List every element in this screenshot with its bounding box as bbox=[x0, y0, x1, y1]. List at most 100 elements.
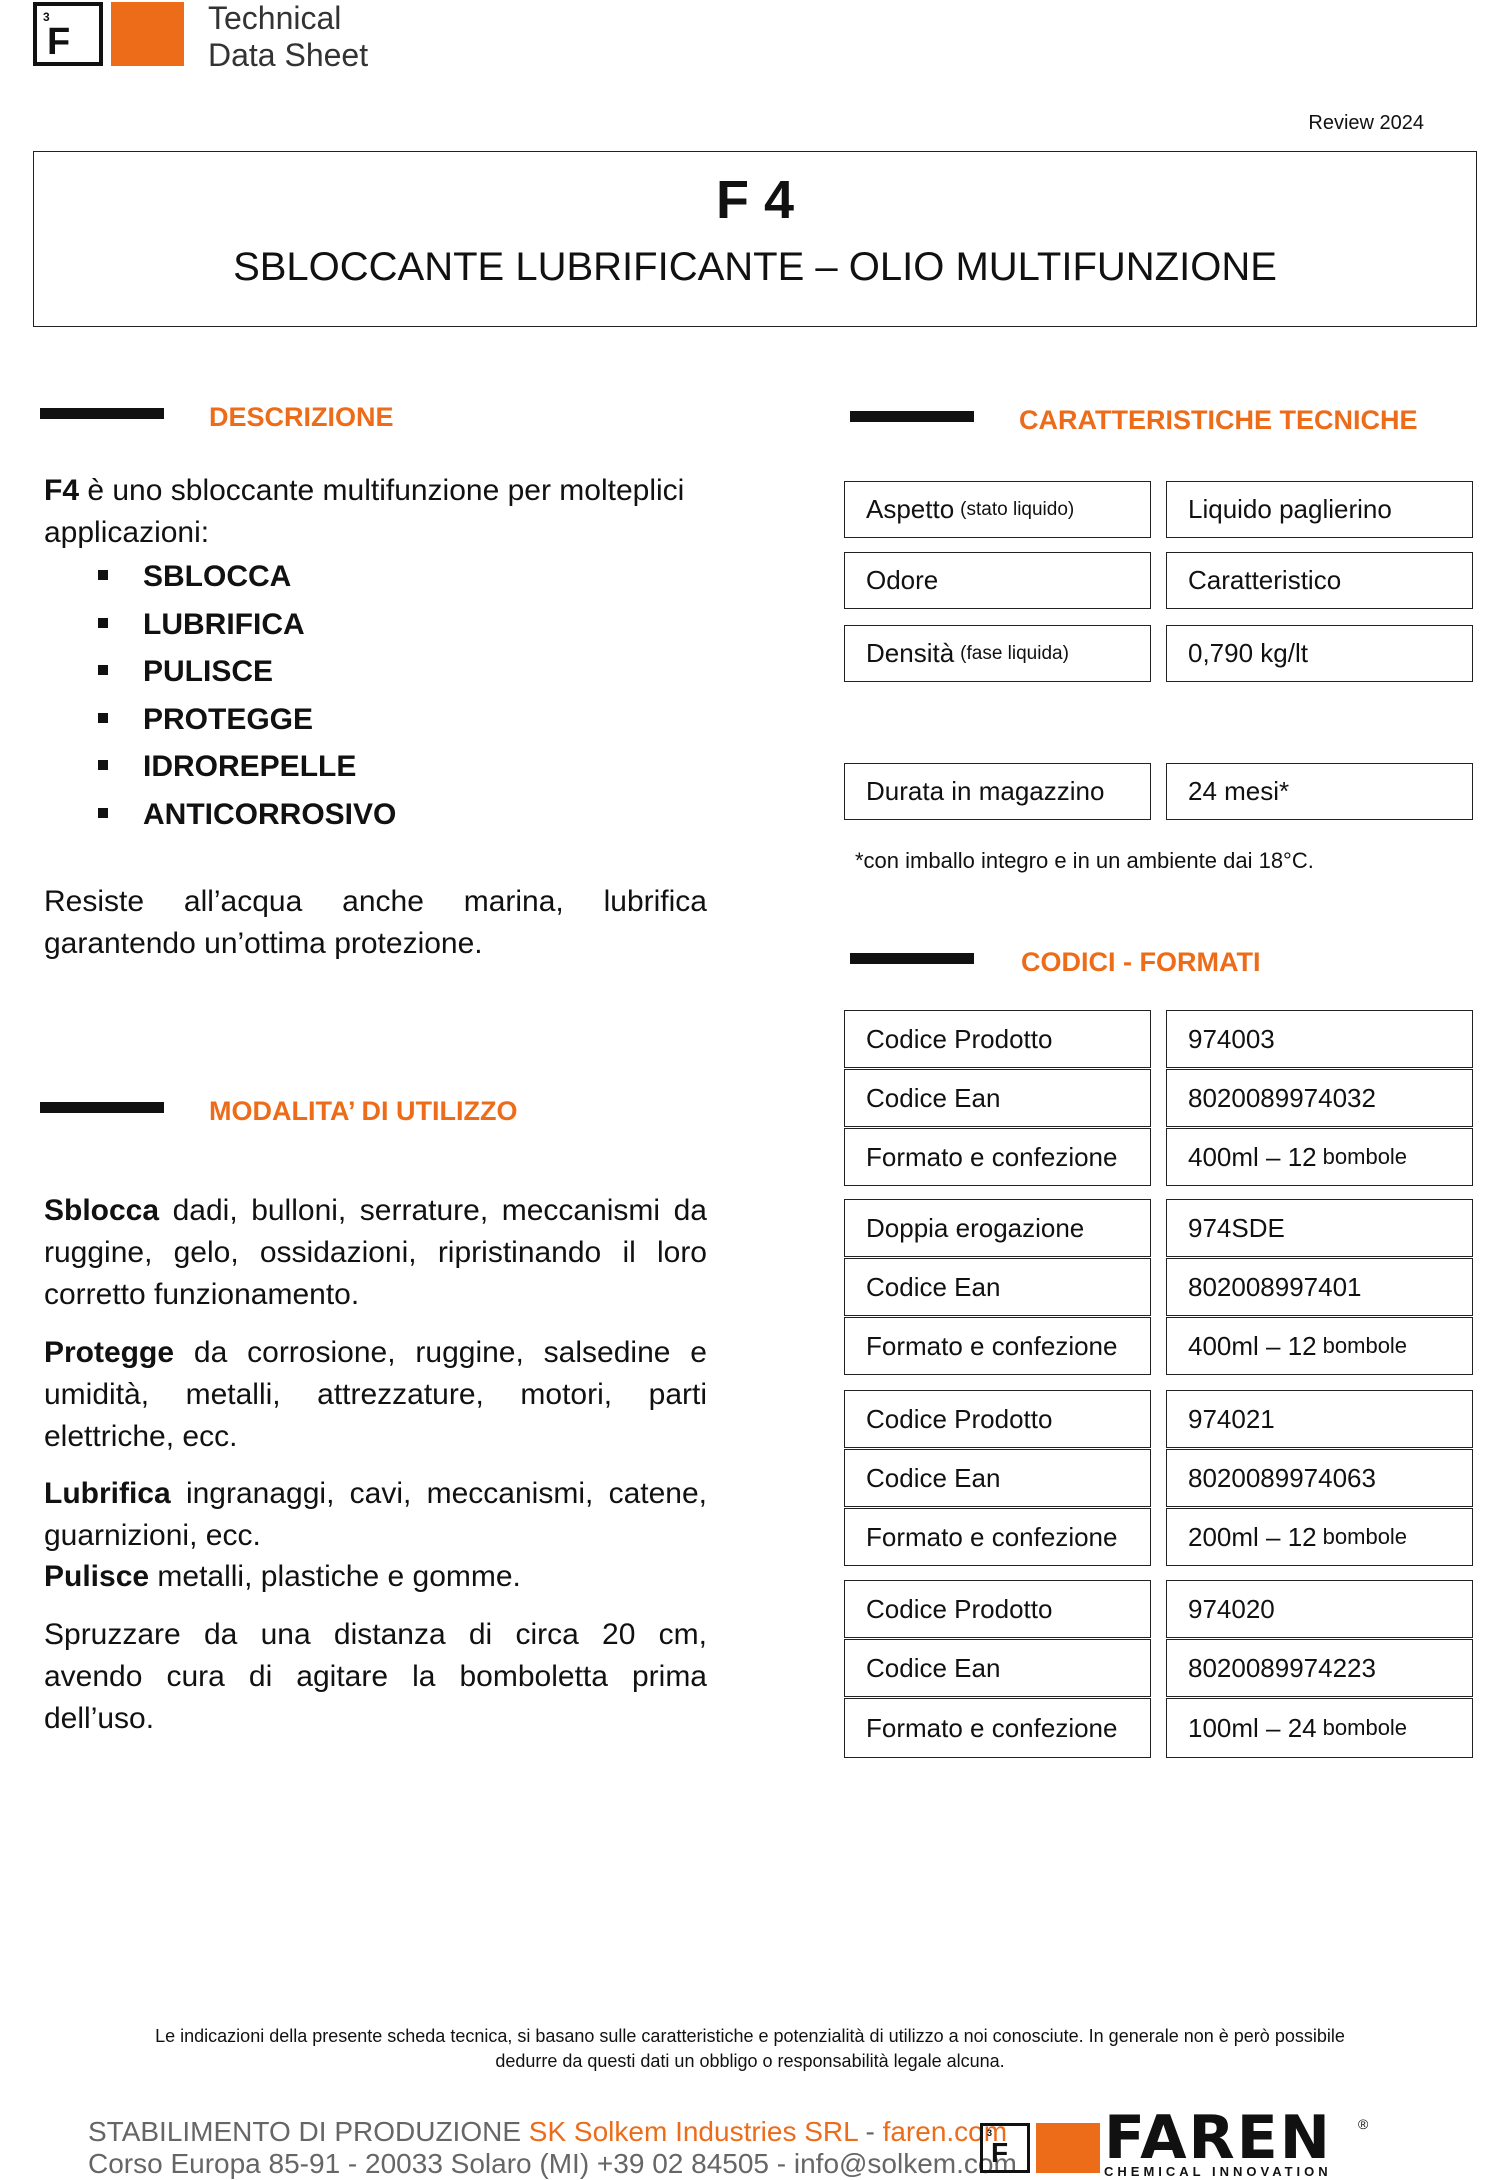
bullet-item: ANTICORROSIVO bbox=[98, 794, 396, 842]
bullet-square-icon bbox=[98, 807, 108, 818]
bullet-label: PROTEGGE bbox=[143, 702, 314, 736]
footer-separator: - bbox=[857, 2116, 883, 2147]
product-code: F 4 bbox=[715, 170, 795, 230]
faren-logo-box: 3 F bbox=[980, 2123, 1030, 2173]
product-subtitle: SBLOCCANTE LUBRIFICANTE – OLIO MULTIFUNZ… bbox=[233, 245, 1277, 289]
format-label: Formato e confezione bbox=[844, 1508, 1151, 1566]
faren-tagline: CHEMICAL INNOVATION bbox=[1104, 2164, 1332, 2179]
ean-value: 802008997401 bbox=[1166, 1258, 1473, 1316]
ean-value: 8020089974063 bbox=[1166, 1449, 1473, 1507]
modalita-p3-bold: Lubrifica bbox=[44, 1477, 171, 1510]
faren-logo-orange-block bbox=[1036, 2123, 1100, 2173]
bullet-item: SBLOCCA bbox=[98, 556, 396, 604]
product-title-box: F 4 SBLOCCANTE LUBRIFICANTE – OLIO MULTI… bbox=[33, 151, 1477, 327]
bullet-label: SBLOCCA bbox=[143, 560, 292, 593]
footer-line-2: Corso Europa 85-91 - 20033 Solaro (MI) +… bbox=[88, 2148, 1017, 2179]
format-label: Formato e confezione bbox=[844, 1128, 1151, 1186]
caratteristiche-bar bbox=[850, 411, 974, 422]
code-label: Doppia erogazione bbox=[844, 1199, 1151, 1257]
registered-mark: ® bbox=[1358, 2116, 1369, 2132]
bullet-label: LUBRIFICA bbox=[143, 607, 305, 641]
code-value: 974003 bbox=[1166, 1010, 1473, 1068]
descrizione-intro: F4 è uno sbloccante multifunzione per mo… bbox=[44, 470, 704, 554]
spec-label-densita: Densità(fase liquida) bbox=[844, 625, 1151, 682]
code-label: Codice Prodotto bbox=[844, 1390, 1151, 1448]
bullet-square-icon bbox=[98, 617, 108, 628]
codici-bar bbox=[850, 953, 974, 964]
spec-label-aspetto: Aspetto(stato liquido) bbox=[844, 481, 1151, 538]
ean-label: Codice Ean bbox=[844, 1639, 1151, 1697]
header-title-line2: Data Sheet bbox=[208, 37, 369, 73]
ean-label: Codice Ean bbox=[844, 1069, 1151, 1127]
descrizione-intro-bold: F4 bbox=[44, 474, 80, 507]
code-value: 974020 bbox=[1166, 1580, 1473, 1638]
ean-value: 8020089974032 bbox=[1166, 1069, 1473, 1127]
footer-line-1: STABILIMENTO DI PRODUZIONE SK Solkem Ind… bbox=[88, 2116, 1007, 2148]
header-logo-orange-block bbox=[111, 2, 184, 66]
header-logo-box: 3 F bbox=[33, 2, 103, 66]
header-title-line1: Technical bbox=[208, 0, 342, 36]
code-label: Codice Prodotto bbox=[844, 1010, 1151, 1068]
descrizione-title: DESCRIZIONE bbox=[209, 402, 394, 432]
review-label: Review 2024 bbox=[1308, 112, 1424, 134]
bullet-item: PROTEGGE bbox=[98, 699, 396, 747]
modalita-paragraph-3: Lubrifica ingranaggi, cavi, meccanismi, … bbox=[44, 1473, 707, 1557]
spec-value-densita: 0,790 kg/lt bbox=[1166, 625, 1473, 682]
descrizione-bar bbox=[40, 408, 164, 419]
code-value: 974021 bbox=[1166, 1390, 1473, 1448]
footer-company-name: SK Solkem Industries SRL bbox=[528, 2116, 858, 2147]
logo-superscript: 3 bbox=[43, 10, 50, 24]
modalita-p2-bold: Protegge bbox=[44, 1336, 175, 1369]
modalita-paragraph-4: Pulisce metalli, plastiche e gomme. bbox=[44, 1556, 707, 1598]
format-label: Formato e confezione bbox=[844, 1698, 1151, 1758]
spec-label-durata: Durata in magazzino bbox=[844, 763, 1151, 820]
spec-label-odore: Odore bbox=[844, 552, 1151, 609]
modalita-p1-text: dadi, bulloni, serrature, meccanismi da … bbox=[44, 1194, 707, 1311]
modalita-paragraph-5: Spruzzare da una distanza di circa 20 cm… bbox=[44, 1618, 707, 1735]
modalita-paragraph-1: Sblocca dadi, bulloni, serrature, meccan… bbox=[44, 1190, 707, 1316]
modalita-p4-text: metalli, plastiche e gomme. bbox=[149, 1560, 521, 1593]
bullet-item: LUBRIFICA bbox=[98, 604, 396, 652]
bullet-square-icon bbox=[98, 712, 108, 723]
format-label: Formato e confezione bbox=[844, 1317, 1151, 1375]
code-label: Codice Prodotto bbox=[844, 1580, 1151, 1638]
descrizione-closing: Resiste all’acqua anche marina, lubrific… bbox=[44, 885, 707, 960]
bullet-item: IDROREPELLE bbox=[98, 746, 396, 794]
ean-value: 8020089974223 bbox=[1166, 1639, 1473, 1697]
bullet-item: PULISCE bbox=[98, 651, 396, 699]
bullet-square-icon bbox=[98, 760, 108, 770]
bullet-label: ANTICORROSIVO bbox=[143, 797, 397, 831]
faren-logo-letter: F bbox=[991, 2137, 1009, 2168]
modalita-title: MODALITA’ DI UTILIZZO bbox=[209, 1096, 518, 1126]
code-value: 974SDE bbox=[1166, 1199, 1473, 1257]
logo-letter: F bbox=[47, 21, 71, 63]
spec-footnote: *con imballo integro e in un ambiente da… bbox=[855, 848, 1314, 873]
codici-title: CODICI - FORMATI bbox=[1021, 947, 1261, 977]
modalita-bar bbox=[40, 1102, 164, 1113]
descrizione-intro-text: è uno sbloccante multifunzione per molte… bbox=[44, 474, 685, 549]
ean-label: Codice Ean bbox=[844, 1449, 1151, 1507]
ean-label: Codice Ean bbox=[844, 1258, 1151, 1316]
footer-website-link[interactable]: faren.com bbox=[882, 2116, 1008, 2147]
modalita-p1-bold: Sblocca bbox=[44, 1194, 160, 1227]
bullet-square-icon bbox=[98, 570, 108, 580]
descrizione-bullet-list: SBLOCCA LUBRIFICA PULISCE PROTEGGE IDROR… bbox=[98, 556, 396, 841]
spec-value-aspetto: Liquido paglierino bbox=[1166, 481, 1473, 538]
modalita-p4-bold: Pulisce bbox=[44, 1560, 150, 1593]
spec-value-odore: Caratteristico bbox=[1166, 552, 1473, 609]
bullet-label: IDROREPELLE bbox=[143, 750, 357, 783]
bullet-square-icon bbox=[98, 665, 108, 675]
spec-value-durata: 24 mesi* bbox=[1166, 763, 1473, 820]
header-title: Technical Data Sheet bbox=[208, 0, 368, 74]
faren-brand-wordmark: FAREN bbox=[1104, 2103, 1332, 2173]
legal-disclaimer: Le indicazioni della presente scheda tec… bbox=[155, 2026, 1345, 2071]
modalita-p3-text: ingranaggi, cavi, meccanismi, catene, gu… bbox=[44, 1477, 707, 1552]
modalita-paragraph-2: Protegge da corrosione, ruggine, salsedi… bbox=[44, 1332, 707, 1458]
faren-logo-superscript: 3 bbox=[987, 2128, 993, 2138]
bullet-label: PULISCE bbox=[143, 655, 274, 688]
modalita-p2-text: da corrosione, ruggine, salsedine e umid… bbox=[44, 1336, 707, 1453]
